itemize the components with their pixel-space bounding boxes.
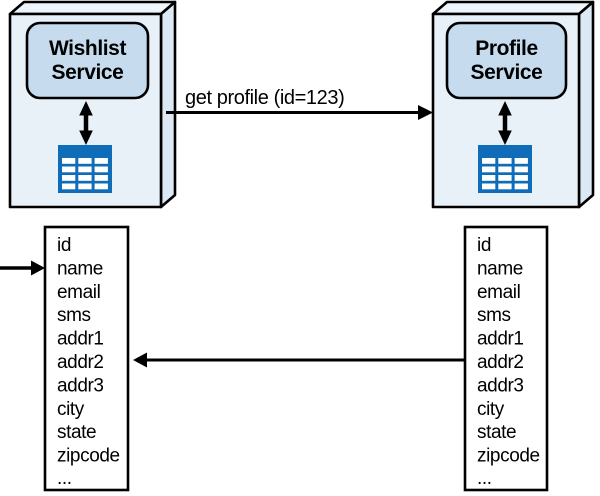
- list-field: id: [477, 235, 491, 256]
- profile-to-wishlist-arrow: [133, 352, 465, 368]
- request-label: get profile (id=123): [185, 87, 344, 109]
- wishlist-fields-list: id name email sms addr1 addr2 addr3 city…: [43, 225, 130, 492]
- get-profile-request-arrow: get profile (id=123): [166, 87, 433, 120]
- wishlist-service-node: Wishlist Service: [8, 0, 177, 209]
- list-field: zipcode: [57, 446, 120, 467]
- box-side-face: [577, 0, 595, 209]
- profile-service-node: Profile Service: [431, 0, 595, 209]
- list-field-ellipsis: ...: [57, 468, 72, 489]
- list-field: name: [477, 258, 523, 279]
- service-name-line2: Service: [52, 61, 124, 84]
- list-field: id: [57, 235, 71, 256]
- list-field-ellipsis: ...: [477, 468, 492, 489]
- database-table-icon: [58, 145, 112, 193]
- list-field: sms: [477, 305, 511, 326]
- list-field: city: [57, 399, 85, 420]
- service-name-line2: Service: [471, 61, 543, 84]
- database-table-icon: [478, 145, 532, 193]
- box-side-face: [159, 0, 177, 209]
- profile-fields-list: id name email sms addr1 addr2 addr3 city…: [463, 225, 549, 492]
- list-field: email: [57, 282, 100, 303]
- double-arrow-icon: [498, 101, 512, 145]
- list-field: addr1: [57, 329, 104, 350]
- list-border: [463, 225, 549, 492]
- list-field: state: [477, 422, 516, 443]
- list-field: zipcode: [477, 446, 540, 467]
- service-label-panel: [25, 21, 150, 100]
- box-top-face: [431, 0, 595, 16]
- service-label-panel: [445, 21, 568, 100]
- box-top-face: [8, 0, 177, 16]
- list-field: addr2: [477, 352, 524, 373]
- service-name-line1: Wishlist: [49, 37, 127, 60]
- list-field: addr2: [57, 352, 104, 373]
- list-field: sms: [57, 305, 91, 326]
- list-field: addr1: [477, 329, 524, 350]
- list-field: addr3: [477, 375, 524, 396]
- list-field: email: [477, 282, 520, 303]
- list-field-highlighted: name: [57, 258, 103, 279]
- list-field: state: [57, 422, 96, 443]
- list-field: addr3: [57, 375, 104, 396]
- list-field: city: [477, 399, 505, 420]
- list-border: [43, 225, 130, 492]
- name-field-pointer-arrow: [0, 260, 45, 276]
- double-arrow-icon: [79, 101, 93, 145]
- service-name-line1: Profile: [475, 37, 538, 60]
